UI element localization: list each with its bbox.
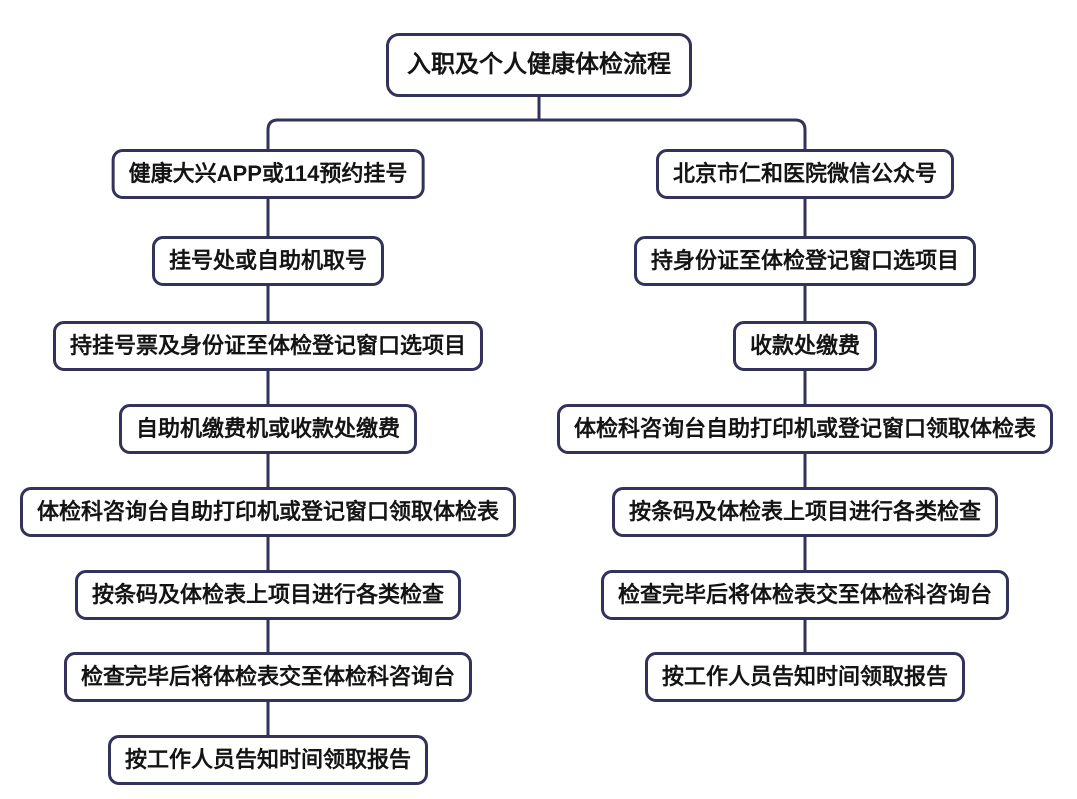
flow-node-right-get-report: 按工作人员告知时间领取报告 xyxy=(644,652,966,702)
flow-node-title: 入职及个人健康体检流程 xyxy=(386,33,692,97)
flow-node-left-select-items: 持挂号票及身份证至体检登记窗口选项目 xyxy=(52,321,484,371)
flow-node-left-return-form: 检查完毕后将体检表交至体检科咨询台 xyxy=(63,652,473,702)
flow-node-left-appointment: 健康大兴APP或114预约挂号 xyxy=(111,149,425,199)
flow-node-right-select-items: 持身份证至体检登记窗口选项目 xyxy=(633,236,977,286)
flow-node-right-get-form: 体检科咨询台自助打印机或登记窗口领取体检表 xyxy=(556,404,1054,454)
flow-node-right-do-checks: 按条码及体检表上项目进行各类检查 xyxy=(611,487,999,537)
flow-node-left-do-checks: 按条码及体检表上项目进行各类检查 xyxy=(74,570,462,620)
flow-node-left-get-number: 挂号处或自助机取号 xyxy=(151,236,385,286)
flow-node-left-get-form: 体检科咨询台自助打印机或登记窗口领取体检表 xyxy=(19,487,517,537)
flow-node-left-get-report: 按工作人员告知时间领取报告 xyxy=(107,735,429,785)
flow-node-right-wechat: 北京市仁和医院微信公众号 xyxy=(655,149,955,199)
flow-node-right-return-form: 检查完毕后将体检表交至体检科咨询台 xyxy=(600,570,1010,620)
connector-left-spine xyxy=(266,118,279,745)
connector-right-spine xyxy=(794,118,807,662)
flow-node-left-pay: 自助机缴费机或收款处缴费 xyxy=(118,404,418,454)
flow-node-right-pay: 收款处缴费 xyxy=(732,321,878,371)
